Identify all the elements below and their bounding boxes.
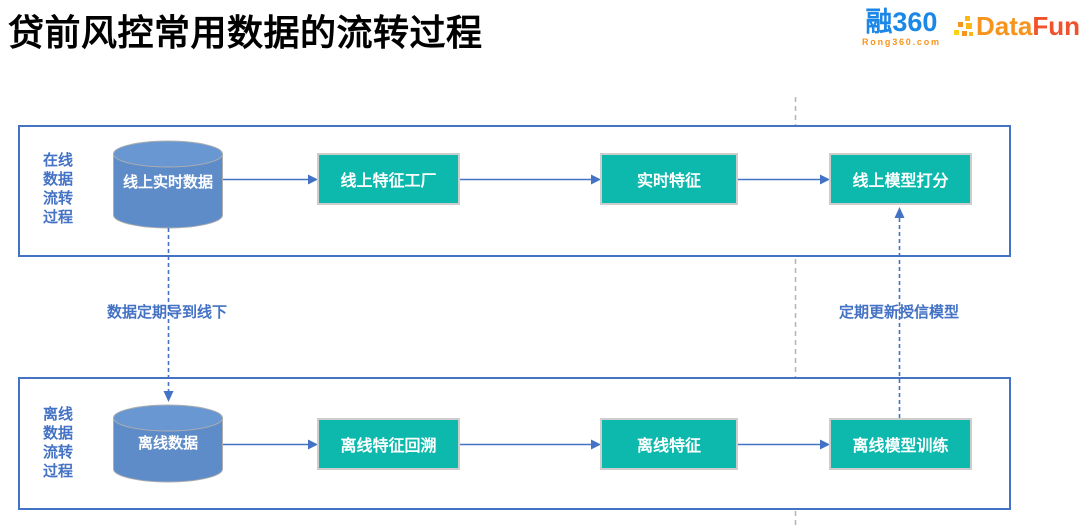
lane-online-label: 在线 数据 流转 过程 xyxy=(42,152,73,226)
box-offline-feature: 离线特征 xyxy=(600,418,738,470)
rong360-logo: 融360 Rong360.com xyxy=(862,9,941,47)
box-online-feature-factory: 线上特征工厂 xyxy=(317,153,460,205)
flow-label-update-model: 定期更新授信模型 xyxy=(838,304,959,321)
lane-offline-label: 离线 数据 流转 过程 xyxy=(42,406,73,480)
box-offline-feature-backtrack: 离线特征回溯 xyxy=(317,418,460,470)
datastore-online-label: 线上实时数据 xyxy=(122,174,213,191)
rong360-wordmark: 融360 xyxy=(865,7,938,37)
flow-label-export-offline: 数据定期导到线下 xyxy=(106,304,227,321)
box-realtime-feature: 实时特征 xyxy=(600,153,738,205)
page-title: 贷前风控常用数据的流转过程 xyxy=(8,12,483,53)
box-online-model-scoring: 线上模型打分 xyxy=(829,153,972,205)
datastore-offline-label: 离线数据 xyxy=(137,435,198,452)
datafun-mosaic-icon xyxy=(954,15,976,41)
rong360-domain: Rong360.com xyxy=(862,37,941,47)
datafun-logo: DataFun. xyxy=(954,13,1080,41)
datafun-wordmark: DataFun. xyxy=(976,11,1080,41)
box-offline-model-training: 离线模型训练 xyxy=(829,418,972,470)
